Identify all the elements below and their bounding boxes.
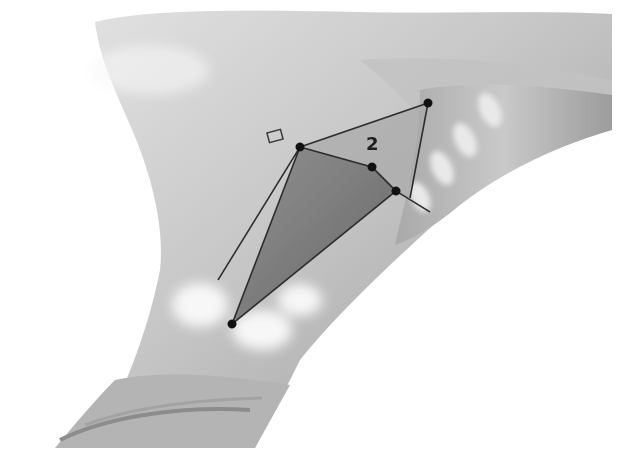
landmark-point-3 xyxy=(368,163,377,172)
landmark-point-1 xyxy=(296,143,305,152)
landmark-point-2 xyxy=(424,99,433,108)
region-number-label: 2 xyxy=(366,134,379,155)
landmark-point-5 xyxy=(228,320,237,329)
landmark-point-4 xyxy=(392,187,401,196)
